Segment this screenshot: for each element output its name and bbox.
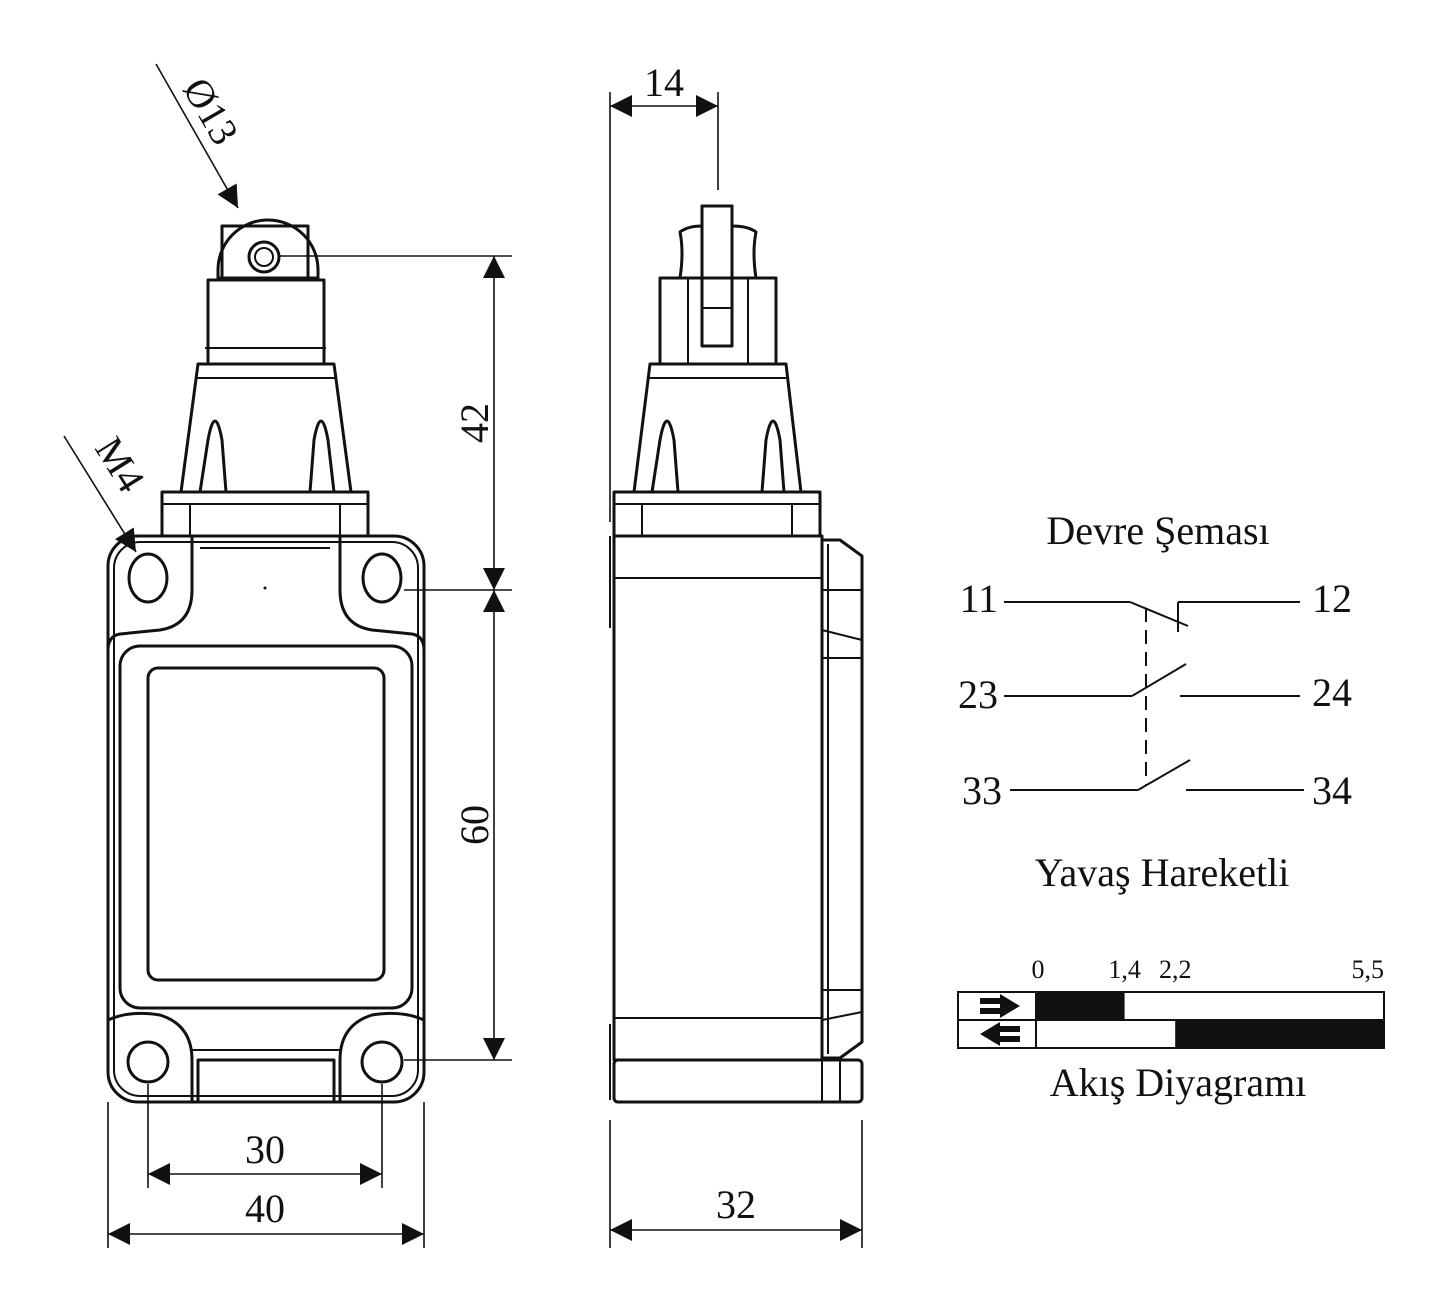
flow-diagram-title: Akış Diyagramı — [1050, 1060, 1307, 1105]
flow-bar-forward — [1036, 992, 1125, 1020]
plunger-body — [206, 278, 326, 366]
circuit-caption: Yavaş Hareketli — [1035, 850, 1290, 895]
dim-label-14: 14 — [644, 60, 684, 105]
dim-label-32: 32 — [716, 1182, 756, 1227]
roller — [216, 218, 320, 282]
terminal-33: 33 — [962, 768, 1002, 813]
terminal-23: 23 — [958, 672, 998, 717]
housing-front — [106, 534, 426, 1104]
circuit-diagram: Devre Şeması 11 12 23 24 33 34 Yavaş Har… — [958, 508, 1352, 895]
terminal-34: 34 — [1312, 768, 1352, 813]
dim-label-40: 40 — [245, 1186, 285, 1231]
housing-side — [612, 534, 824, 1062]
flow-scale-label: 0 — [1032, 955, 1045, 984]
circuit-title: Devre Şeması — [1046, 508, 1269, 553]
flow-scale-labels: 0 1,4 2,2 5,5 — [1032, 955, 1385, 984]
flow-bars — [1036, 992, 1384, 1048]
flow-diagram: 0 1,4 2,2 5,5 Akış Diyagramı — [957, 955, 1385, 1105]
flow-scale-label: 1,4 — [1108, 955, 1141, 984]
plunger-side — [678, 204, 758, 280]
front-view: 42 60 30 40 Ø13 M4 — [63, 63, 512, 1248]
terminal-24: 24 — [1312, 670, 1352, 715]
flow-scale-label: 2,2 — [1159, 955, 1192, 984]
side-view: 14 32 — [609, 60, 864, 1248]
flow-bar-return — [1175, 1020, 1384, 1048]
return-arrow-icon — [980, 1022, 1020, 1046]
diameter-label: Ø13 — [174, 70, 247, 152]
top-flange — [160, 490, 370, 538]
terminal-11: 11 — [959, 576, 998, 621]
dim-label-60: 60 — [452, 805, 497, 845]
dim-label-42: 42 — [452, 403, 497, 443]
flow-scale-label: 5,5 — [1352, 955, 1385, 984]
dim-label-30: 30 — [245, 1127, 285, 1172]
terminal-12: 12 — [1312, 576, 1352, 621]
forward-arrow-icon — [980, 994, 1020, 1018]
cover-side — [820, 538, 864, 1060]
